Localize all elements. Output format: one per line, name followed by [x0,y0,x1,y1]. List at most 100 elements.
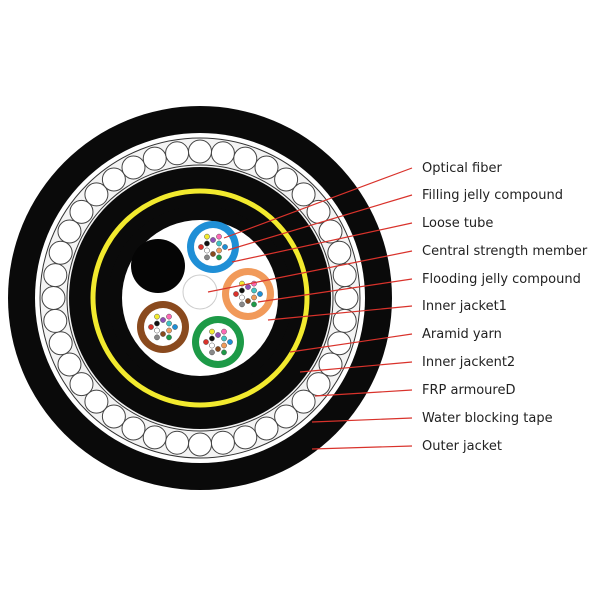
frp-rod [43,263,68,288]
optical-fiber [203,339,209,345]
leader-lines [207,167,413,450]
frp-rod [43,308,68,333]
frp-rod [165,141,190,166]
central-strength-member [182,274,218,310]
optical-fiber [209,328,215,335]
optical-fiber [215,346,221,352]
optical-fiber [160,317,166,323]
leader-line-outer-jacket [311,445,413,450]
frp-rod [188,139,212,164]
optical-fiber [154,320,160,327]
optical-fiber [216,233,222,240]
frp-rod [254,155,279,180]
optical-fiber [221,349,227,356]
frp-rod [165,430,190,455]
optical-fiber [166,334,172,341]
label-outer-jacket: Outer jacket [422,439,502,454]
optical-fiber [245,284,251,290]
optical-fiber [210,237,216,243]
leader-line-flooding-jelly-compound [257,278,413,303]
label-loose-tube: Loose tube [422,216,493,231]
optical-fiber [233,291,239,297]
optical-fiber [209,342,215,349]
leader-line-inner-jacket1 [267,305,413,321]
aramid-yarn-ring [90,188,310,408]
frp-rod [210,430,235,455]
frp-rod [48,331,73,356]
frp-inner-edge [66,164,334,432]
frp-rod [101,167,126,192]
optical-fiber [245,298,251,304]
frp-rod [291,389,316,414]
optical-fiber [239,287,245,294]
frp-rod [210,141,235,166]
leader-line-water-blocking-tape [311,417,413,423]
filling-jelly [194,228,232,266]
optical-fiber [204,254,210,261]
frp-rod [233,425,258,450]
filler-rod [131,239,185,293]
frp-rod [48,240,73,265]
label-optical-fiber: Optical fiber [422,161,502,176]
frp-armour-rods [41,139,359,457]
optical-fiber [239,294,245,301]
optical-fiber [154,313,160,320]
optical-fiber [209,349,215,356]
optical-fiber [209,335,215,342]
optical-fiber [198,244,204,250]
optical-fiber [251,301,257,308]
frp-rod [142,425,167,450]
leader-line-frp-armoured [314,389,413,397]
frp-rod [291,182,316,207]
optical-fiber [204,240,210,247]
optical-fiber [166,327,172,334]
optical-fiber [204,233,210,240]
frp-rod [69,372,94,397]
loose-tube-orange [222,268,274,320]
label-central-strength-member: Central strength member [422,244,588,259]
frp-rod [41,286,66,310]
frp-rod [188,432,212,457]
label-filling-jelly-compound: Filling jelly compound [422,188,563,203]
label-aramid-yarn: Aramid yarn [422,327,502,342]
frp-rod [57,219,82,244]
frp-rod [57,352,82,377]
leader-line-central-strength-member [207,250,413,293]
frp-rod [332,308,357,333]
label-frp-armoured: FRP armoureD [422,383,516,398]
optical-fiber [210,251,216,257]
optical-fiber [160,331,166,337]
optical-fiber [251,287,257,294]
optical-fiber [215,332,221,338]
optical-fiber [222,244,228,250]
leader-line-aramid-yarn [289,333,413,353]
loose-tube-blue [187,221,239,273]
frp-rod [142,146,167,171]
optical-fiber [216,247,222,254]
filling-jelly [144,308,182,346]
frp-rod [121,155,146,180]
label-inner-jackent2: Inner jackent2 [422,355,515,370]
optical-fiber [204,247,210,254]
leader-line-inner-jackent2 [299,361,413,373]
frp-rod [233,146,258,171]
frp-rod [327,240,352,265]
optical-fiber [251,294,257,301]
frp-rod [69,199,94,224]
loose-tube-green [192,316,244,368]
optical-fiber [216,240,222,247]
label-inner-jacket1: Inner jacket1 [422,299,507,314]
frp-rod [254,416,279,441]
optical-fiber [221,335,227,342]
filling-jelly [199,323,237,361]
frp-rod [121,416,146,441]
optical-fiber [148,324,154,330]
frp-rod [274,404,299,429]
frp-rod [318,219,343,244]
frp-rod [84,389,109,414]
leader-line-optical-fiber [223,167,413,239]
optical-fiber [227,339,233,345]
frp-rod [318,352,343,377]
